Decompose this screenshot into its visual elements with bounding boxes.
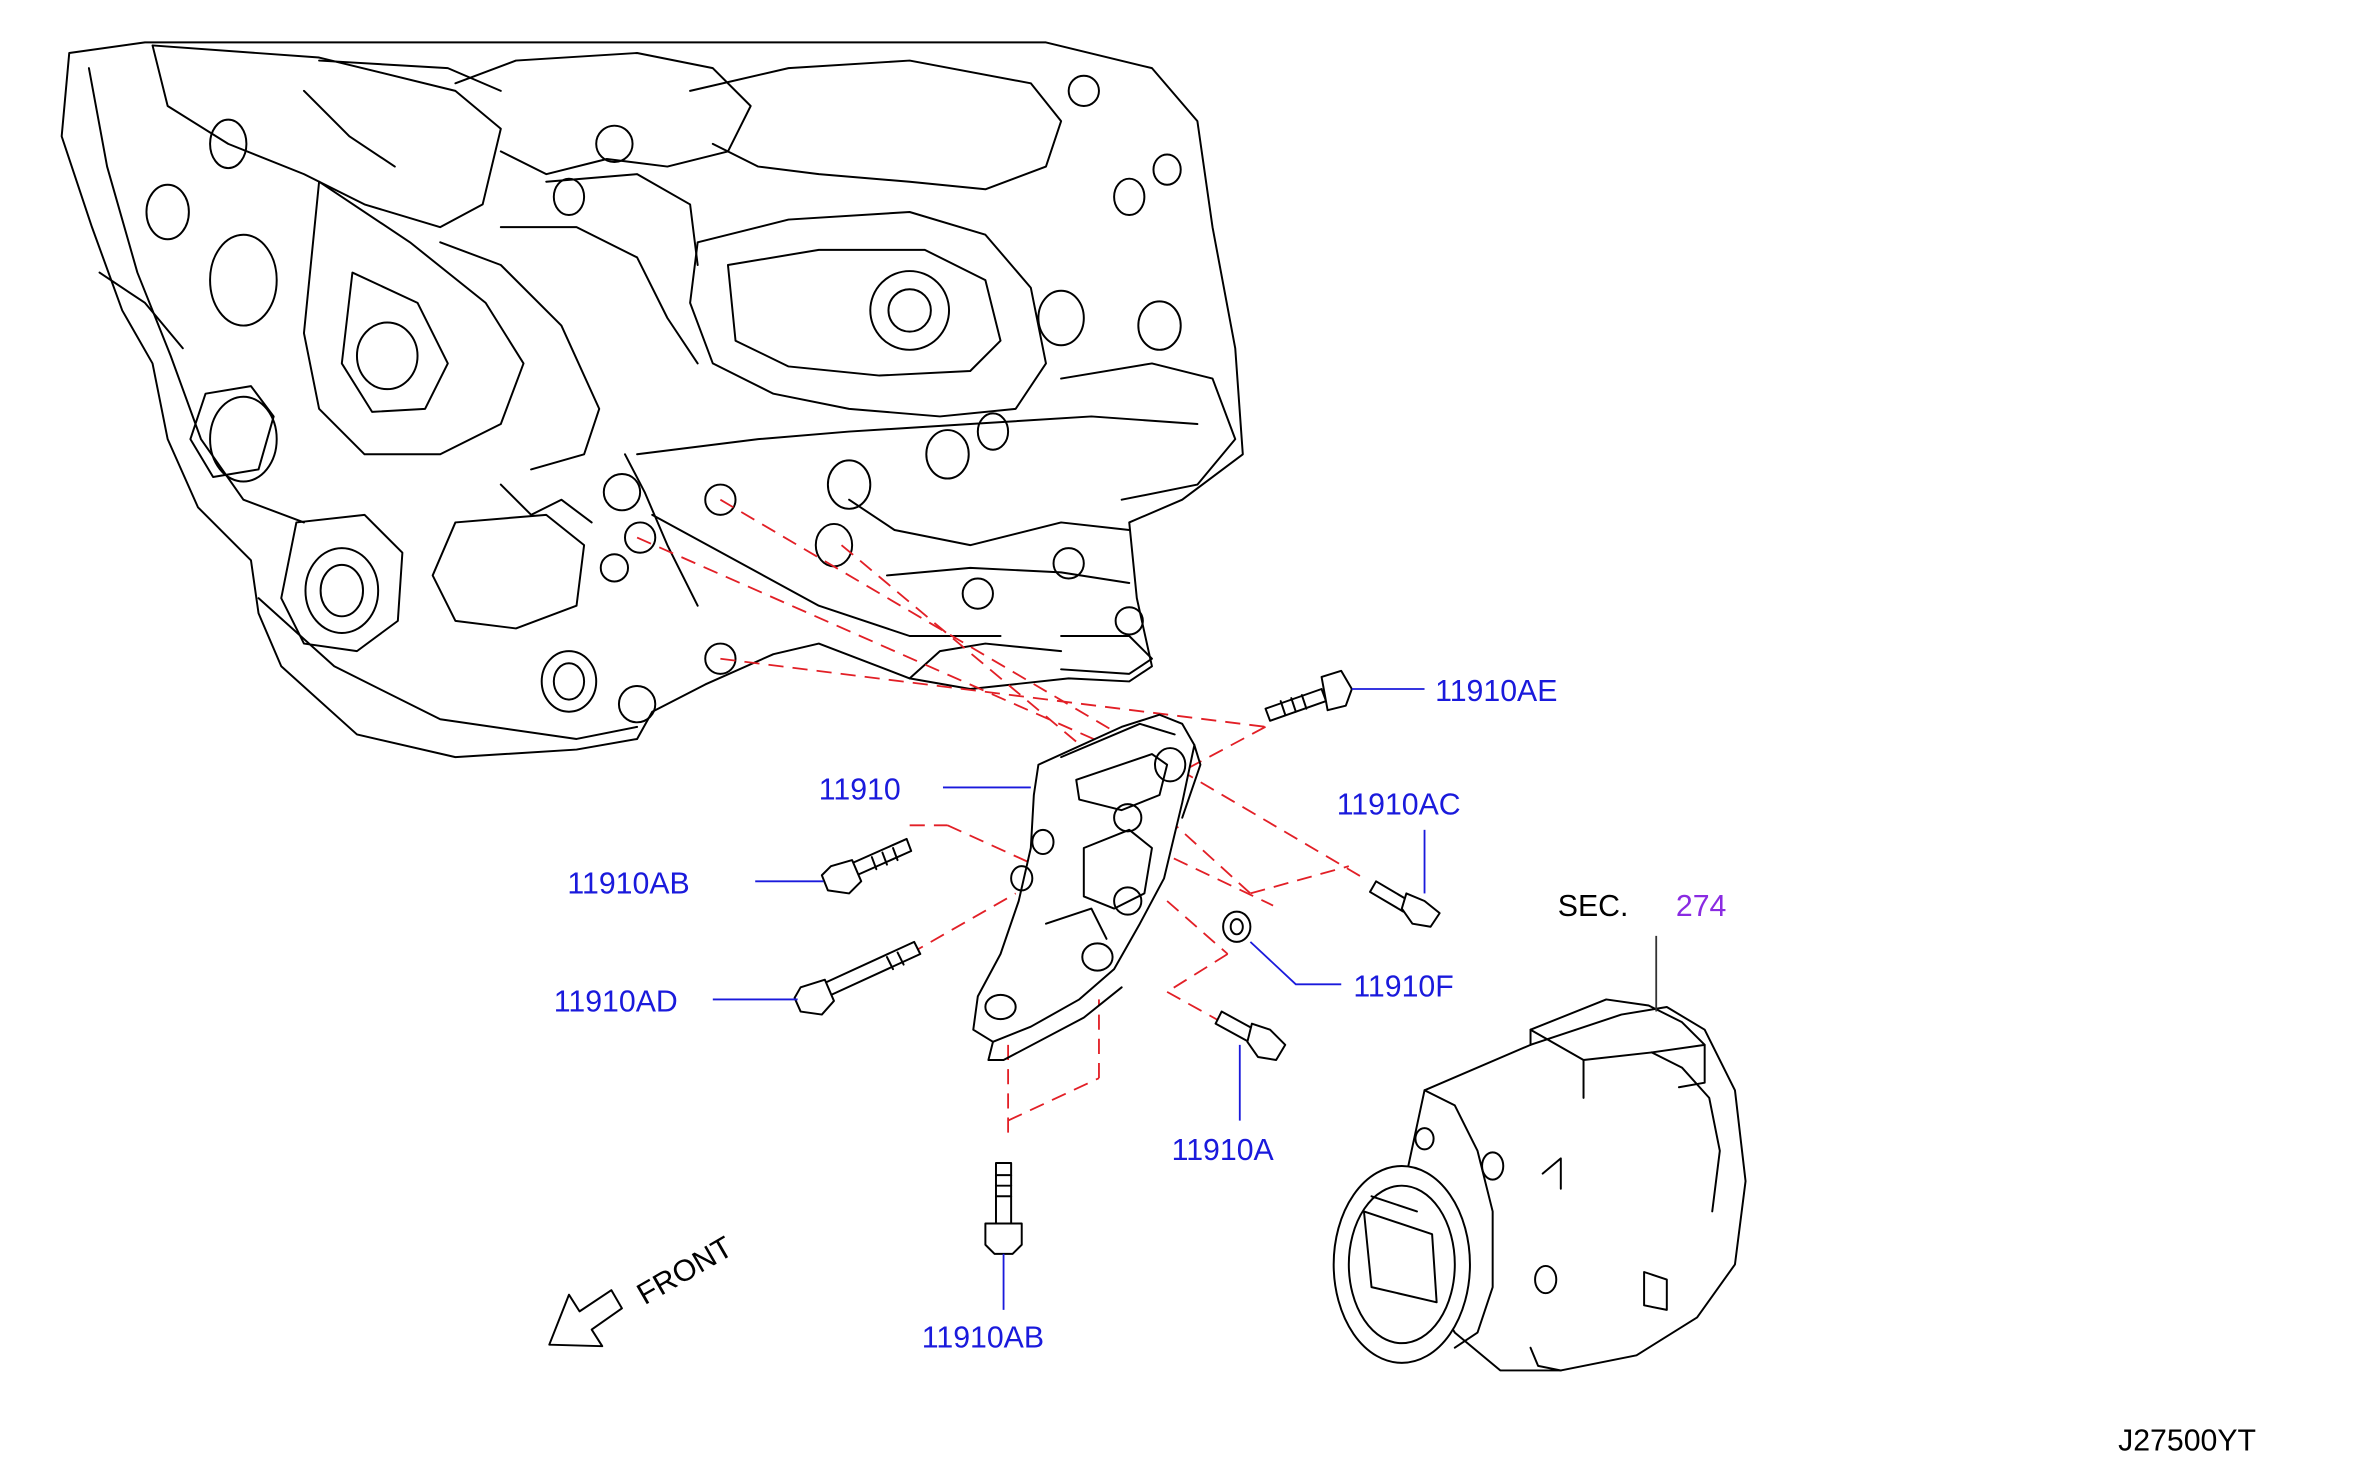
diagram-code-label: J27500YT xyxy=(2118,1425,2256,1458)
part-label-11910AB-upper[interactable]: 11910AB xyxy=(567,867,689,900)
section-number-link[interactable]: 274 xyxy=(1676,890,1726,923)
compressor-bracket-drawing xyxy=(972,713,1202,1061)
part-label-11910AB-lower[interactable]: 11910AB xyxy=(922,1322,1044,1355)
part-label-11910F[interactable]: 11910F xyxy=(1353,970,1453,1003)
leader-lines xyxy=(712,688,1426,1310)
ac-compressor-drawing xyxy=(1332,935,1747,1372)
washer-11910F-drawing xyxy=(1222,910,1252,943)
part-label-11910AC[interactable]: 11910AC xyxy=(1337,789,1461,822)
bolt-11910AE-drawing xyxy=(1264,669,1353,722)
part-label-11910A[interactable]: 11910A xyxy=(1172,1134,1275,1167)
part-label-11910AE[interactable]: 11910AE xyxy=(1435,675,1557,708)
bolt-11910AB-upper-drawing xyxy=(820,837,913,895)
bolt-11910AD-drawing xyxy=(793,940,922,1016)
section-prefix-label: SEC. xyxy=(1558,890,1629,923)
front-direction-label: FRONT xyxy=(632,1231,739,1312)
part-label-11910AD[interactable]: 11910AD xyxy=(554,986,678,1019)
bolt-11910AC-drawing xyxy=(1369,880,1441,928)
bolt-11910AB-lower-drawing xyxy=(984,1161,1023,1255)
engine-block-drawing xyxy=(60,41,1244,759)
part-label-11910[interactable]: 11910 xyxy=(819,774,901,807)
front-arrow-icon xyxy=(548,1289,623,1348)
bolt-11910A-drawing xyxy=(1214,1010,1287,1061)
